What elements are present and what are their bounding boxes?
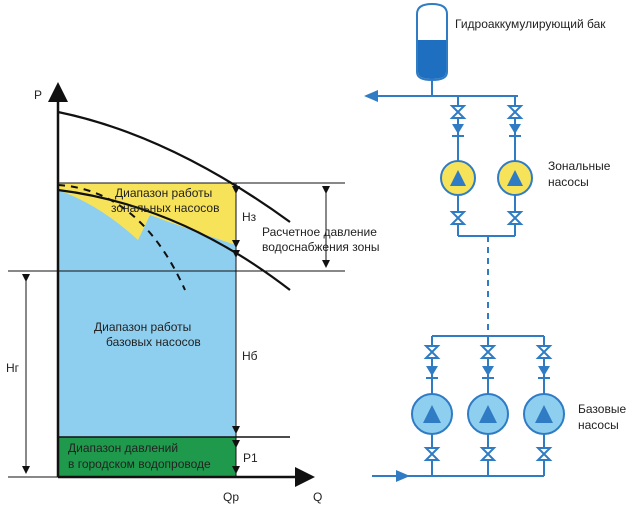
base-pump-branch-3 — [523, 336, 565, 476]
pressure-chart: P Q Qp Диапазон работы зональных насосов… — [6, 82, 380, 504]
tank-label: Гидроаккумулирующий бак — [455, 17, 606, 31]
base-range-label-1: Диапазон работы — [94, 320, 191, 334]
base-pumps-region — [58, 190, 236, 437]
q-axis-label: Q — [313, 490, 322, 504]
design-pressure-label-2: водоснабжения зоны — [262, 240, 380, 254]
city-range-label-1: Диапазон давлений — [68, 441, 178, 455]
base-pumps-label-2: насосы — [578, 418, 619, 432]
design-pressure-label-1: Расчетное давление — [262, 225, 377, 239]
hb-dimension-label: Нб — [242, 349, 258, 363]
base-pump-curve — [57, 188, 291, 291]
hg-dimension-label: Нг — [6, 361, 20, 375]
qp-tick-label: Qp — [223, 490, 239, 504]
base-pump-branch-1 — [411, 336, 453, 476]
combined-dashed-curve — [57, 184, 186, 291]
base-pumps-label-1: Базовые — [578, 402, 626, 416]
base-pump-branch-2 — [467, 336, 509, 476]
zone-pump-branch-1 — [440, 96, 476, 236]
zone-pumps-label-2: насосы — [548, 175, 589, 189]
p-axis-label: P — [34, 88, 42, 102]
city-range-label-2: в городском водопроводе — [68, 457, 211, 471]
piping-scheme — [364, 2, 565, 482]
accumulator-tank-icon — [416, 2, 448, 96]
base-range-label-2: базовых насосов — [106, 335, 201, 349]
zone-pump-branch-2 — [497, 96, 533, 236]
zone-range-label-2: зональных насосов — [111, 201, 219, 215]
hz-dimension-label: Нз — [242, 210, 257, 224]
zone-pump-curve — [57, 110, 291, 223]
zone-pumps-label-1: Зональные — [548, 159, 611, 173]
city-pressure-region — [58, 437, 236, 477]
zone-range-label-1: Диапазон работы — [115, 186, 212, 200]
p1-dimension-label: Р1 — [243, 451, 258, 465]
